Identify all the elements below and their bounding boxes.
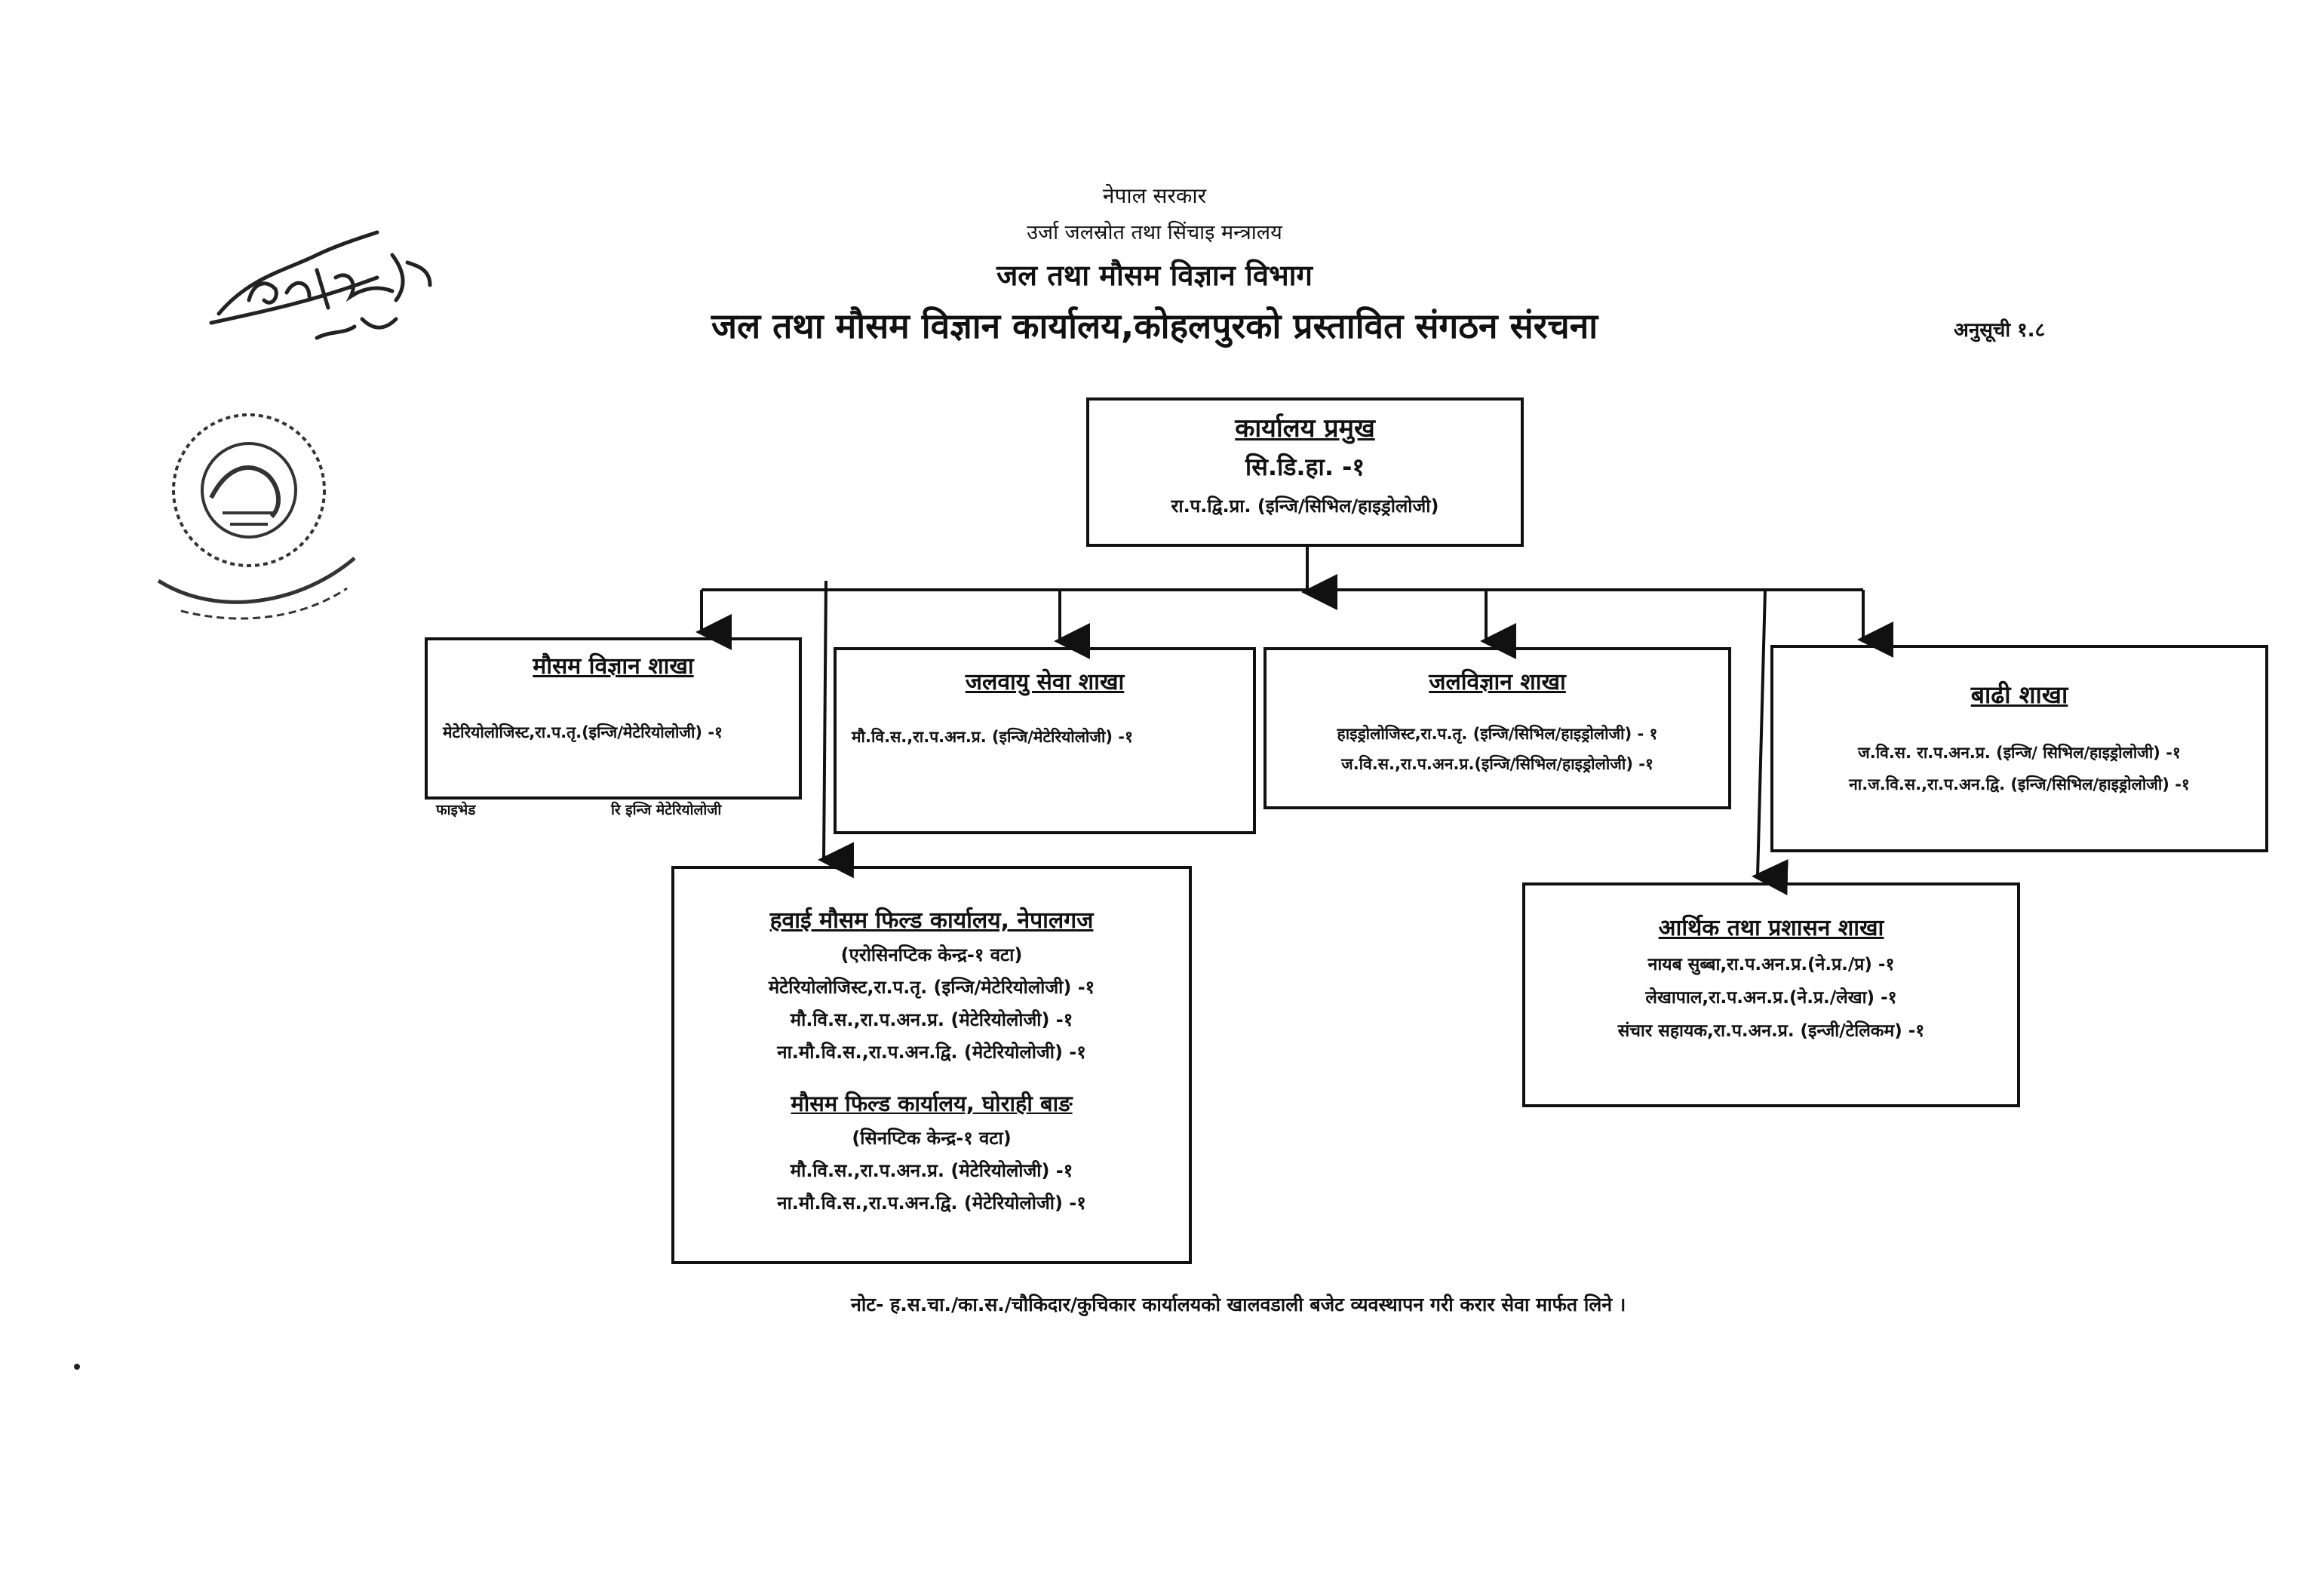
ghorahi-office-subtitle: (सिनप्टिक केन्द्र-१ वटा) xyxy=(852,1128,1012,1149)
government-name: नेपाल सरकार xyxy=(1102,183,1207,208)
aero-field-office-box: हवाई मौसम फिल्ड कार्यालय, नेपालगज (एरोसि… xyxy=(671,866,1192,1264)
page-title: जल तथा मौसम विज्ञान कार्यालय,कोहलपुरको प… xyxy=(711,305,1598,346)
chief-title: कार्यालय प्रमुख xyxy=(1235,413,1375,444)
admin-branch-title: आर्थिक तथा प्रशासन शाखा xyxy=(1658,915,1884,941)
ghorahi-office-row: ना.मौ.वि.स.,रा.प.अन.द्वि. (मेटेरियोलोजी)… xyxy=(777,1192,1086,1214)
climate-branch-title: जलवायु सेवा शाखा xyxy=(965,669,1125,695)
met-branch-extra1: फाइभेड xyxy=(436,802,476,818)
chief-line1: सि.डि.हा. -१ xyxy=(1245,453,1365,481)
climate-branch-box: जलवायु सेवा शाखा मौ.वि.स.,रा.प.अन.प्र. (… xyxy=(834,647,1256,834)
flood-branch-box: बाढी शाखा ज.वि.स. रा.प.अन.प्र. (इन्जि/ स… xyxy=(1770,645,2268,852)
climate-branch-line: मौ.वि.स.,रा.प.अन.प्र. (इन्जि/मेटेरियोलोज… xyxy=(852,728,1133,746)
chief-line2: रा.प.द्वि.प्रा. (इन्जि/सिभिल/हाइड्रोलोजी… xyxy=(1171,496,1439,517)
flood-branch-title: बाढी शाखा xyxy=(1970,680,2068,709)
met-branch-box: मौसम विज्ञान शाखा मेटेरियोलोजिस्ट,रा.प.त… xyxy=(425,637,802,800)
annex-label: अनुसूची १.८ xyxy=(1954,319,2046,342)
connector-aero xyxy=(818,580,855,879)
aero-office-title: हवाई मौसम फिल्ड कार्यालय, नेपालगज xyxy=(769,907,1094,934)
aero-office-row: मौ.वि.स.,रा.प.अन.प्र. (मेटेरियोलोजी) -१ xyxy=(790,1009,1073,1030)
met-branch-title: मौसम विज्ञान शाखा xyxy=(533,653,694,680)
aero-office-subtitle: (एरोसिनप्टिक केन्द्र-१ वटा) xyxy=(840,944,1023,965)
met-branch-extra2: रि इन्जि मेटेरियोलोजी xyxy=(611,802,722,818)
hydro-branch-line2: ज.वि.स.,रा.प.अन.प्र.(इन्जि/सिभिल/हाइड्रो… xyxy=(1341,755,1653,773)
official-seal-image xyxy=(157,413,356,620)
chief-box: कार्यालय प्रमुख सि.डि.हा. -१ रा.प.द्वि.प… xyxy=(1086,397,1524,547)
flood-branch-line2: ना.ज.वि.स.,रा.प.अन.द्वि. (इन्जि/सिभिल/हा… xyxy=(1849,775,2190,793)
admin-branch-row: लेखापाल,रा.प.अन.प्र.(ने.प्र./लेखा) -१ xyxy=(1645,988,1897,1008)
flood-branch-line1: ज.वि.स. रा.प.अन.प्र. (इन्जि/ सिभिल/हाइड्… xyxy=(1858,744,2181,762)
stray-mark xyxy=(74,1364,80,1370)
ministry-name: उर्जा जलस्रोत तथा सिंचाइ मन्त्रालय xyxy=(1027,221,1282,244)
ghorahi-office-title: मौसम फिल्ड कार्यालय, घोराही बाङ xyxy=(791,1091,1073,1116)
met-branch-line: मेटेरियोलोजिस्ट,रा.प.तृ.(इन्जि/मेटेरियोल… xyxy=(443,723,723,741)
signature-image xyxy=(209,230,432,340)
hydro-branch-line1: हाइड्रोलोजिस्ट,रा.प.तृ. (इन्जि/सिभिल/हाइ… xyxy=(1337,725,1658,743)
hydro-branch-box: जलविज्ञान शाखा हाइड्रोलोजिस्ट,रा.प.तृ. (… xyxy=(1264,647,1731,809)
footer-note: नोट- ह.स.चा./का.स./चौकिदार/कुचिकार कार्य… xyxy=(851,1294,1626,1315)
ghorahi-office-row: मौ.वि.स.,रा.प.अन.प्र. (मेटेरियोलोजी) -१ xyxy=(790,1160,1073,1181)
connector-admin xyxy=(1752,589,1789,896)
aero-office-row: मेटेरियोलोजिस्ट,रा.प.तृ. (इन्जि/मेटेरियो… xyxy=(768,977,1095,998)
admin-branch-box: आर्थिक तथा प्रशासन शाखा नायब सुब्बा,रा.प… xyxy=(1522,882,2020,1107)
department-name: जल तथा मौसम विज्ञान विभाग xyxy=(996,259,1313,292)
aero-office-row: ना.मौ.वि.स.,रा.प.अन.द्वि. (मेटेरियोलोजी)… xyxy=(777,1042,1086,1063)
hydro-branch-title: जलविज्ञान शाखा xyxy=(1429,669,1566,695)
admin-branch-row: नायब सुब्बा,रा.प.अन.प्र.(ने.प्र./प्र) -१ xyxy=(1647,955,1895,974)
admin-branch-row: संचार सहायक,रा.प.अन.प्र. (इन्जी/टेलिकम) … xyxy=(1617,1021,1925,1041)
